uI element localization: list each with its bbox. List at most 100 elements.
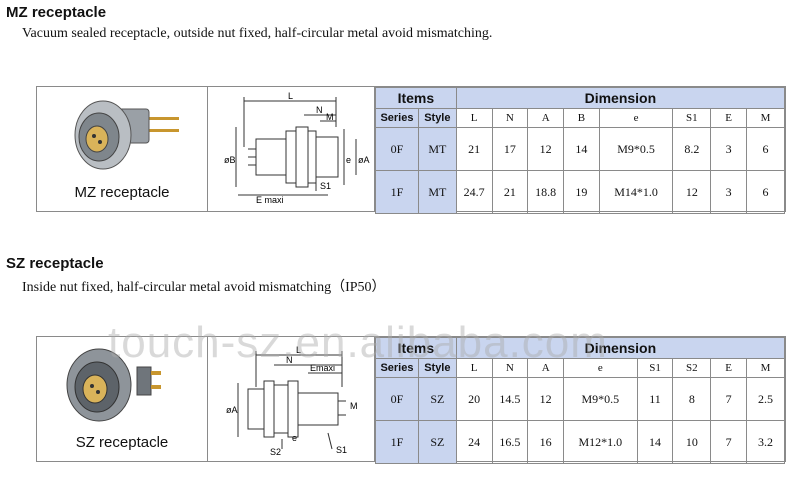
col-header: N bbox=[491, 108, 529, 128]
sz-dimension-table: Items Dimension Series Style L N A e S1 … bbox=[375, 337, 786, 464]
mz-technical-drawing: L N M øB e øA S1 E maxi bbox=[224, 91, 370, 205]
table-cell: 10 bbox=[672, 420, 712, 464]
dim-label-N: N bbox=[286, 355, 293, 365]
table-cell: SZ bbox=[417, 377, 457, 421]
col-header: Style bbox=[417, 108, 457, 128]
mz-section-subtitle: Vacuum sealed receptacle, outside nut fi… bbox=[22, 26, 493, 41]
dim-label-S2: S2 bbox=[270, 447, 281, 457]
connector-insert bbox=[85, 125, 109, 153]
dim-label-A: øA bbox=[358, 155, 370, 165]
col-header: Style bbox=[417, 358, 457, 378]
mz-connector-photo bbox=[74, 100, 179, 170]
col-header: E bbox=[710, 358, 747, 378]
dim-label-e: e bbox=[346, 155, 351, 165]
table-cell: M14*1.0 bbox=[598, 170, 674, 214]
col-header: S2 bbox=[672, 358, 712, 378]
dim-label-e: e bbox=[292, 433, 297, 443]
dim-label-L: L bbox=[296, 345, 301, 355]
sz-section-subtitle: Inside nut fixed, half-circular metal av… bbox=[22, 280, 386, 295]
table-row: 1F SZ 24 16.5 16 M12*1.0 14 10 7 3.2 bbox=[375, 420, 786, 464]
table-row: 0F MT 21 17 12 14 M9*0.5 8.2 3 6 bbox=[375, 127, 786, 171]
mz-section-title: MZ receptacle bbox=[6, 4, 107, 21]
sz-technical-drawing: L N Emaxi øA e M S2 S1 bbox=[226, 345, 358, 457]
dim-label-Emaxi: Emaxi bbox=[310, 363, 335, 373]
dimension-header: Dimension bbox=[455, 87, 786, 109]
dim-label-S1: S1 bbox=[336, 445, 347, 455]
table-cell: MT bbox=[417, 127, 457, 171]
table-cell: M12*1.0 bbox=[563, 420, 638, 464]
sz-photo-cell: SZ receptacle bbox=[37, 337, 208, 461]
connector-insert bbox=[82, 374, 108, 404]
table-cell: 14 bbox=[636, 420, 674, 464]
pin bbox=[151, 371, 161, 375]
col-header: e bbox=[598, 108, 674, 128]
table-cell: 6 bbox=[745, 170, 786, 214]
col-header: A bbox=[527, 108, 565, 128]
col-header: B bbox=[563, 108, 600, 128]
table-cell: 24 bbox=[455, 420, 493, 464]
dim-label-E: E maxi bbox=[256, 195, 284, 205]
table-cell: 3.2 bbox=[745, 420, 786, 464]
table-cell: 6 bbox=[745, 127, 786, 171]
table-cell: 12 bbox=[527, 127, 565, 171]
mz-photo-cell: MZ receptacle bbox=[37, 87, 208, 211]
table-row: 1F MT 24.7 21 18.8 19 M14*1.0 12 3 6 bbox=[375, 170, 786, 214]
dim-label-A: øA bbox=[226, 405, 238, 415]
table-cell: 1F bbox=[375, 170, 419, 214]
table-cell: 14 bbox=[563, 127, 600, 171]
pin bbox=[145, 129, 179, 132]
dim-label-N: N bbox=[316, 105, 323, 115]
pin bbox=[151, 385, 161, 389]
table-cell: 24.7 bbox=[455, 170, 493, 214]
col-header: E bbox=[710, 108, 747, 128]
table-cell: 7 bbox=[710, 377, 747, 421]
items-header: Items bbox=[375, 337, 457, 359]
sz-section-title: SZ receptacle bbox=[6, 255, 104, 272]
col-header: Series bbox=[375, 358, 419, 378]
table-cell: 21 bbox=[455, 127, 493, 171]
table-cell: 2.5 bbox=[745, 377, 786, 421]
sz-connector-photo bbox=[66, 348, 161, 422]
table-cell: 16.5 bbox=[491, 420, 529, 464]
sz-photo-label: SZ receptacle bbox=[75, 434, 169, 451]
table-cell: 0F bbox=[375, 377, 419, 421]
table-cell: 11 bbox=[636, 377, 674, 421]
table-cell: 12 bbox=[672, 170, 712, 214]
table-cell: 3 bbox=[710, 170, 747, 214]
table-cell: 20 bbox=[455, 377, 493, 421]
items-header: Items bbox=[375, 87, 457, 109]
table-cell: M9*0.5 bbox=[598, 127, 674, 171]
col-header: Series bbox=[375, 108, 419, 128]
mz-spec-block: MZ receptacle bbox=[36, 86, 786, 214]
table-cell: 17 bbox=[491, 127, 529, 171]
pin bbox=[145, 117, 179, 120]
table-cell: 8.2 bbox=[672, 127, 712, 171]
col-header: S1 bbox=[672, 108, 712, 128]
table-cell: 14.5 bbox=[491, 377, 529, 421]
table-cell: 16 bbox=[527, 420, 565, 464]
table-cell: 7 bbox=[710, 420, 747, 464]
table-cell: 19 bbox=[563, 170, 600, 214]
dim-label-L: L bbox=[288, 91, 293, 101]
dim-label-M: M bbox=[326, 112, 334, 122]
table-cell: 0F bbox=[375, 127, 419, 171]
col-header: M bbox=[745, 108, 786, 128]
mz-drawing-cell: L N M øB e øA S1 E maxi bbox=[208, 87, 375, 211]
connector-thread bbox=[136, 366, 152, 396]
table-cell: M9*0.5 bbox=[563, 377, 638, 421]
sz-spec-block: SZ receptacle L N Ema bbox=[36, 336, 786, 464]
table-cell: SZ bbox=[417, 420, 457, 464]
col-header: S1 bbox=[636, 358, 674, 378]
dim-label-B: øB bbox=[224, 155, 236, 165]
table-cell: 21 bbox=[491, 170, 529, 214]
table-cell: MT bbox=[417, 170, 457, 214]
table-cell: 1F bbox=[375, 420, 419, 464]
dim-label-S1: S1 bbox=[320, 181, 331, 191]
watermark: touch-sz.en.alibaba.com bbox=[108, 318, 608, 367]
table-cell: 8 bbox=[672, 377, 712, 421]
table-cell: 18.8 bbox=[527, 170, 565, 214]
mz-dimension-table: Items Dimension Series Style L N A B e S… bbox=[375, 87, 786, 214]
col-header: M bbox=[745, 358, 786, 378]
dim-label-M: M bbox=[350, 401, 358, 411]
table-row: 0F SZ 20 14.5 12 M9*0.5 11 8 7 2.5 bbox=[375, 377, 786, 421]
